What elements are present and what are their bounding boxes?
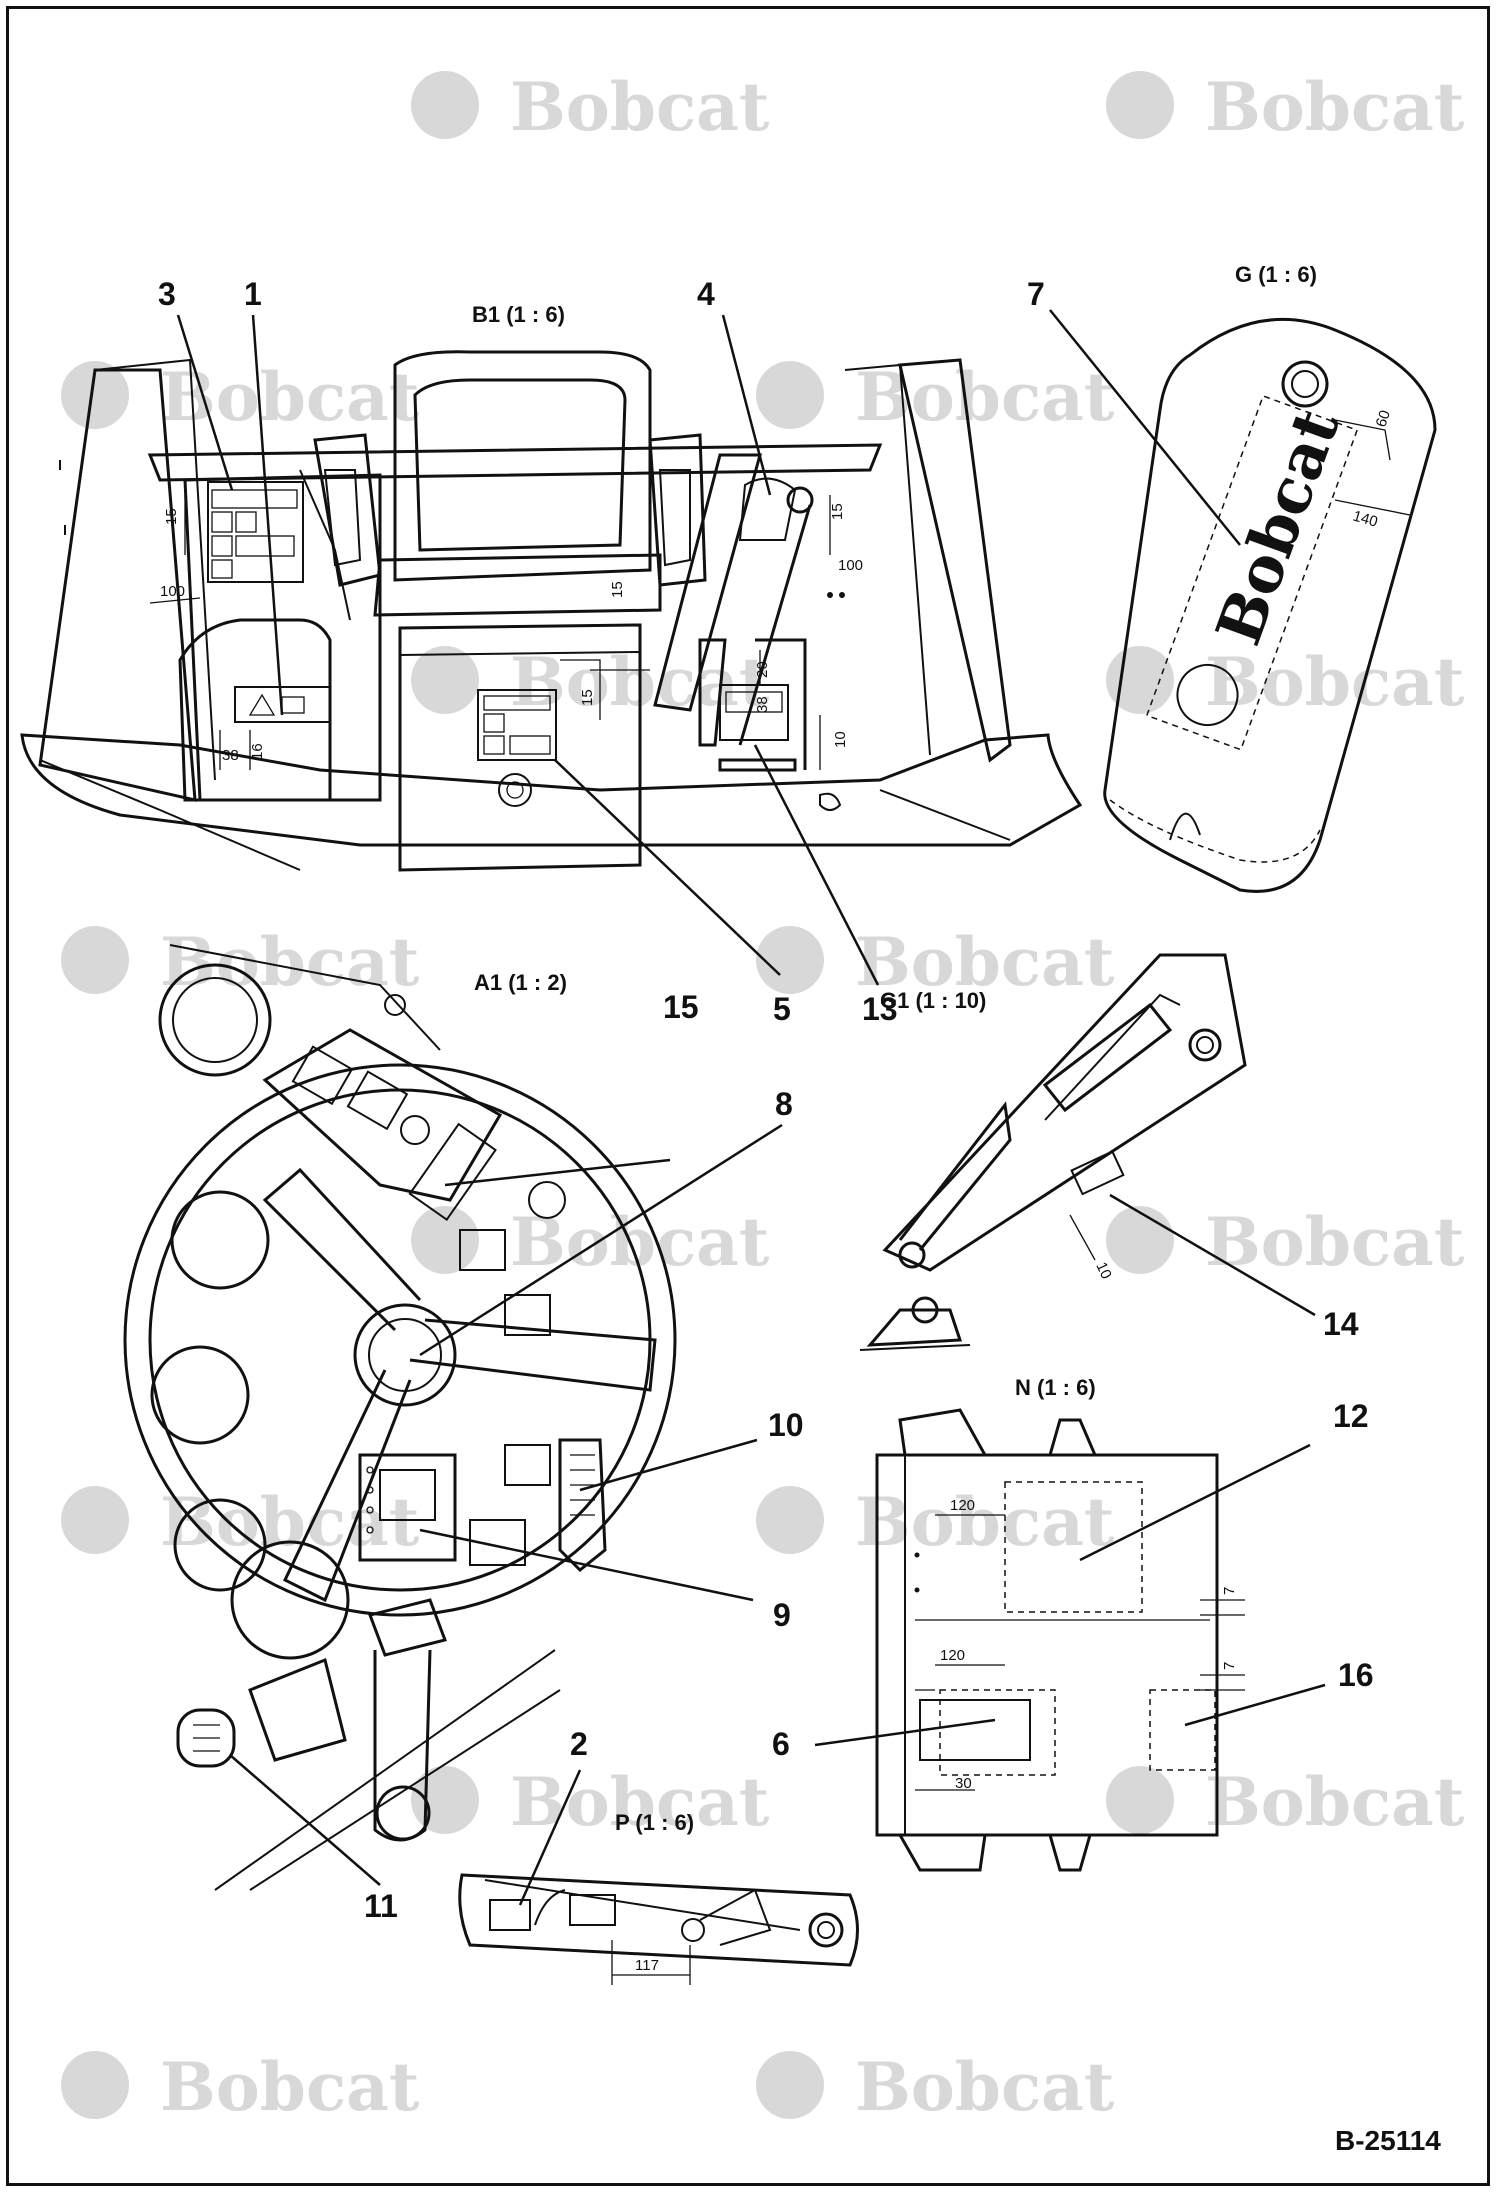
callout-4: 4 (697, 276, 715, 312)
dim-n-120-top: 120 (950, 1497, 975, 1514)
view-label-g1: G1 (1 : 10) (880, 988, 986, 1013)
watermark-text: Bobcat (855, 358, 1115, 436)
watermark-mark: Bobcat (1106, 1203, 1465, 1281)
watermark-text: Bobcat (855, 923, 1115, 1001)
view-g-boom-decal: G (1 : 6) Bobcat 60 140 (1103, 262, 1437, 893)
dim-n-7-top: 7 (1221, 1587, 1238, 1595)
callout-8: 8 (775, 1086, 793, 1122)
callout-15: 15 (663, 989, 699, 1025)
watermark-text: Bobcat (1205, 643, 1465, 721)
watermark-mark: Bobcat (756, 1483, 1115, 1561)
watermark-mark: Bobcat (1106, 643, 1465, 721)
watermark-text: Bobcat (1205, 68, 1465, 146)
view-p-lower-panel: P (1 : 6) 117 (458, 1810, 859, 1985)
dim-g1-10: 10 (1092, 1260, 1114, 1282)
dim-g-60: 60 (1373, 408, 1394, 429)
view-label-p: P (1 : 6) (615, 1810, 694, 1835)
callout-12: 12 (1333, 1398, 1369, 1434)
watermark-text: Bobcat (160, 923, 420, 1001)
callout-2: 2 (570, 1726, 588, 1762)
watermark-mark: Bobcat (61, 2048, 420, 2126)
watermark-mark: Bobcat (1106, 1763, 1465, 1841)
view-label-b1: B1 (1 : 6) (472, 302, 565, 327)
document-id: B-25114 (1335, 2125, 1441, 2156)
callout-11: 11 (364, 1888, 398, 1924)
drawing-border (6, 6, 1490, 2186)
watermark-text: Bobcat (1205, 1203, 1465, 1281)
dim-b1-left-100: 100 (160, 583, 185, 600)
dim-b1-center-15b: 15 (609, 581, 626, 598)
watermark-text: Bobcat (160, 358, 420, 436)
watermark-mark: Bobcat (756, 358, 1115, 436)
dim-b1-center-15: 15 (579, 689, 596, 706)
view-label-a1: A1 (1 : 2) (474, 970, 567, 995)
dim-b1-left-16: 16 (249, 743, 266, 760)
view-label-n: N (1 : 6) (1015, 1375, 1096, 1400)
callout-1: 1 (244, 276, 262, 312)
watermark-text: Bobcat (855, 1483, 1115, 1561)
watermark-text: Bobcat (855, 2048, 1115, 2126)
callout-9: 9 (773, 1597, 791, 1633)
dim-n-30: 30 (955, 1775, 972, 1792)
callout-16: 16 (1338, 1657, 1374, 1693)
watermark-mark: Bobcat (411, 68, 770, 146)
callout-numbers: 3 1 4 7 5 13 15 8 14 12 10 9 16 6 2 11 (158, 276, 1374, 1924)
view-b1-operator-area: B1 (1 : 6) (20, 302, 1083, 872)
view-label-g: G (1 : 6) (1235, 262, 1317, 287)
callout-7: 7 (1027, 276, 1045, 312)
watermark-mark: Bobcat (61, 1483, 420, 1561)
watermark-mark: Bobcat (61, 923, 420, 1001)
view-g1-boom: G1 (1 : 10) 10 (859, 953, 1247, 1351)
watermark-mark: Bobcat (411, 1763, 770, 1841)
view-a1-steering: A1 (1 : 2) (123, 944, 677, 1891)
watermark-mark: Bobcat (756, 2048, 1115, 2126)
callout-5: 5 (773, 991, 791, 1027)
watermark-text: Bobcat (160, 2048, 420, 2126)
dim-b1-right-20: 20 (754, 661, 771, 678)
dim-b1-right-15: 15 (829, 503, 846, 520)
watermark-text: Bobcat (510, 68, 770, 146)
dim-b1-right-38: 38 (754, 696, 771, 713)
callout-13: 13 (862, 991, 898, 1027)
dim-b1-right-10: 10 (832, 731, 849, 748)
watermark-mark: Bobcat (756, 923, 1115, 1001)
callout-leaders (176, 309, 1326, 1906)
dim-b1-right-100: 100 (838, 557, 863, 574)
dim-n-7-mid: 7 (1221, 1662, 1238, 1670)
view-n-side-panel: N (1 : 6) 120 120 30 7 7 (875, 1375, 1245, 1872)
callout-6: 6 (772, 1726, 790, 1762)
watermark-text: Bobcat (1205, 1763, 1465, 1841)
dim-p-117: 117 (635, 1957, 659, 1974)
callout-3: 3 (158, 276, 176, 312)
callout-14: 14 (1323, 1306, 1359, 1342)
dim-n-120-mid: 120 (940, 1647, 965, 1664)
dim-g-140: 140 (1351, 508, 1380, 531)
dim-b1-left-38: 38 (222, 747, 239, 764)
watermark-mark: Bobcat (1106, 68, 1465, 146)
callout-10: 10 (768, 1407, 804, 1443)
dim-b1-left-15: 15 (163, 508, 180, 525)
